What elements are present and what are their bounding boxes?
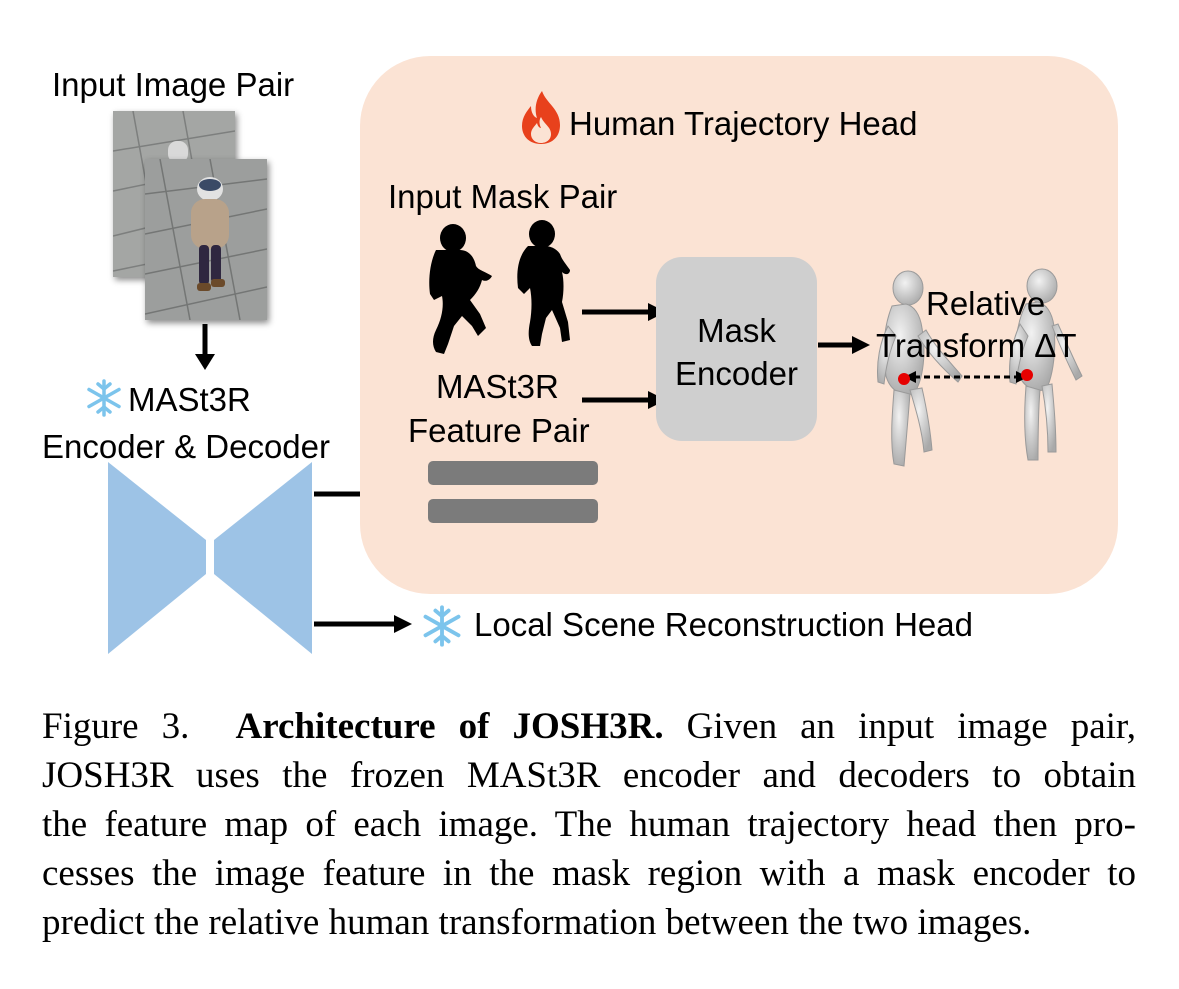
encoder-decoder-label: Encoder & Decoder	[42, 428, 330, 465]
local-scene-head-label: Local Scene Reconstruction Head	[474, 606, 973, 643]
fire-icon	[522, 91, 560, 144]
feature-bar-1	[428, 461, 598, 485]
human-mesh-2	[1009, 268, 1083, 461]
mask-silhouette-2	[517, 220, 570, 346]
input-image-2	[145, 159, 267, 320]
feature-pair-label-line2: Feature Pair	[408, 412, 590, 449]
figure-caption: Figure 3. Architecture of JOSH3R. Given …	[42, 702, 1142, 947]
caption-line-2: JOSH3R uses the frozen MASt3R encoder an…	[42, 755, 1136, 796]
caption-line-4: cesses the image feature in the mask reg…	[42, 853, 1136, 894]
input-mask-pair-label: Input Mask Pair	[388, 178, 618, 215]
input-image-pair-label: Input Image Pair	[52, 66, 295, 103]
human-mesh-1	[877, 270, 963, 467]
arrow-down-images-to-mast3r	[195, 324, 215, 370]
encoder-decoder-shape	[108, 462, 312, 654]
mask-silhouette-1	[429, 224, 492, 354]
mast3r-label: MASt3R	[128, 381, 251, 418]
relative-label-line2: Transform ΔT	[876, 327, 1077, 364]
feature-bar-2	[428, 499, 598, 523]
snowflake-icon	[87, 379, 121, 417]
arrow-decoder-to-local-head	[314, 615, 412, 633]
caption-prefix: Figure 3.	[42, 706, 190, 747]
mask-encoder-label-line1: Mask	[697, 312, 776, 349]
arrow-encoder-to-transform	[818, 336, 870, 354]
caption-bold-title: Architecture of JOSH3R.	[235, 706, 664, 747]
caption-line1-rest: Given an input image pair,	[686, 706, 1136, 747]
human-trajectory-head-title: Human Trajectory Head	[569, 105, 918, 142]
caption-line-1: Figure 3. Architecture of JOSH3R. Given …	[42, 702, 1136, 751]
relative-transform-arrow	[898, 369, 1033, 385]
relative-label-line1: Relative	[926, 285, 1046, 322]
caption-line-5: predict the relative human transformatio…	[42, 902, 1032, 943]
snowflake-icon	[423, 605, 461, 647]
feature-pair-label-line1: MASt3R	[436, 368, 559, 405]
mask-encoder-label-line2: Encoder	[675, 355, 798, 392]
caption-line-3: the feature map of each image. The human…	[42, 804, 1136, 845]
mask-encoder-box	[656, 257, 817, 441]
